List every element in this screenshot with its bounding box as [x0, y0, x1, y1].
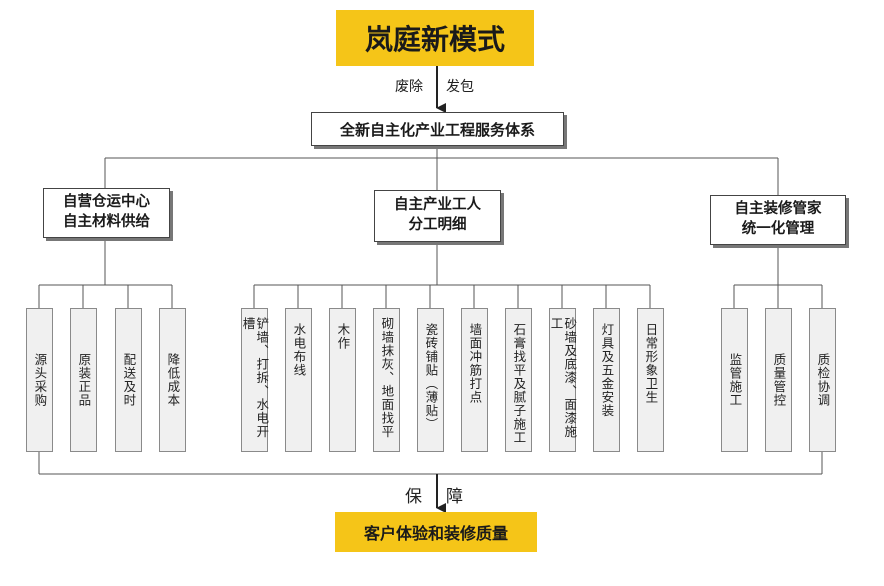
leaf-label: 质检协调 — [815, 353, 831, 407]
leaf-label: 砂墙及底漆、面漆施工 — [548, 317, 578, 439]
leaf-label: 瓷砖铺贴（薄贴） — [423, 323, 439, 431]
leaf-box: 砌墙抹灰、地面找平 — [373, 308, 400, 452]
leaf-label: 木作 — [335, 323, 351, 350]
leaf-label: 原装正品 — [76, 353, 92, 407]
leaf-label: 日常形象卫生 — [643, 323, 659, 404]
branch-header-line1: 自营仓运中心 — [63, 194, 150, 211]
leaf-label: 石膏找平及腻子施工 — [511, 323, 527, 445]
branch-header-workers: 自主产业工人 分工明细 — [374, 190, 501, 242]
bottom-label-left: 保 — [405, 487, 422, 507]
leaf-box: 木作 — [329, 308, 356, 452]
leaf-label: 水电布线 — [291, 323, 307, 377]
bottom-label-right: 障 — [446, 487, 463, 507]
leaf-box: 监管施工 — [721, 308, 748, 452]
leaf-box: 降低成本 — [159, 308, 186, 452]
leaf-box: 瓷砖铺贴（薄贴） — [417, 308, 444, 452]
leaf-box: 石膏找平及腻子施工 — [505, 308, 532, 452]
leaf-label: 砌墙抹灰、地面找平 — [379, 317, 395, 439]
leaf-box: 灯具及五金安装 — [593, 308, 620, 452]
branch-header-line2: 统一化管理 — [741, 221, 815, 237]
leaf-box: 墙面冲筋打点 — [461, 308, 488, 452]
branch-header-line1: 自主产业工人 — [394, 197, 481, 214]
leaf-box: 源头采购 — [26, 308, 53, 452]
branch-header-warehouse: 自营仓运中心 自主材料供给 — [43, 188, 170, 238]
leaf-box: 水电布线 — [285, 308, 312, 452]
branch-header-line2: 分工明细 — [408, 217, 467, 233]
leaf-label: 降低成本 — [165, 353, 181, 407]
leaf-box: 配送及时 — [115, 308, 142, 452]
leaf-label: 监管施工 — [727, 353, 743, 407]
branch-header-line2: 自主材料供给 — [63, 214, 150, 230]
leaf-box: 砂墙及底漆、面漆施工 — [548, 308, 578, 452]
leaf-label: 质量管控 — [771, 353, 787, 407]
leaf-label: 源头采购 — [32, 353, 48, 407]
leaf-box: 日常形象卫生 — [637, 308, 664, 452]
branch-header-line1: 自主装修管家 — [734, 201, 822, 218]
footer-box: 客户体验和装修质量 — [335, 512, 537, 552]
arrow-label-left: 废除 — [395, 79, 423, 95]
leaf-label: 墙面冲筋打点 — [467, 323, 483, 404]
page-title: 岚庭新模式 — [336, 10, 534, 66]
system-title-box: 全新自主化产业工程服务体系 — [311, 112, 564, 146]
leaf-box: 原装正品 — [70, 308, 97, 452]
leaf-box: 质量管控 — [765, 308, 792, 452]
leaf-label: 灯具及五金安装 — [599, 323, 615, 418]
leaf-box: 质检协调 — [809, 308, 836, 452]
arrow-label-right: 发包 — [446, 79, 474, 95]
leaf-box: 铲墙、打拆、水电开槽 — [240, 308, 270, 452]
leaf-label: 铲墙、打拆、水电开槽 — [240, 317, 270, 439]
branch-header-manager: 自主装修管家 统一化管理 — [710, 195, 846, 245]
leaf-label: 配送及时 — [121, 353, 137, 407]
